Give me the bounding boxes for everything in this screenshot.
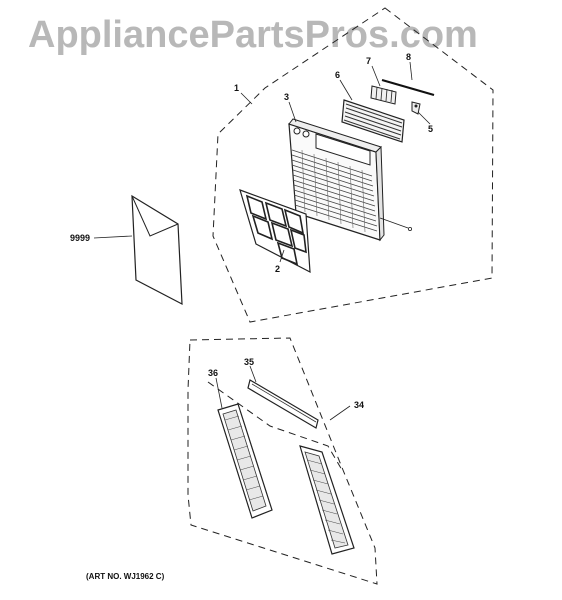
part-8-rod[interactable]: [381, 78, 435, 97]
part-side-curtain-right[interactable]: [299, 445, 355, 555]
callout-36: 36: [208, 368, 218, 378]
callout-6: 6: [335, 70, 340, 80]
art-number-label: (ART NO. WJ1962 C): [86, 572, 165, 581]
callout-5: 5: [428, 124, 433, 134]
leader-lines: [93, 61, 431, 421]
part-9999-owners-manual[interactable]: [131, 194, 183, 306]
part-2-air-filter[interactable]: [239, 189, 311, 274]
assembly-34-inner-dashed-line: [207, 381, 343, 471]
callout-1: 1: [234, 83, 239, 93]
watermark-logo-text: AppliancePartsPros.com: [28, 14, 478, 56]
part-5-clip[interactable]: [411, 101, 421, 115]
part-6-air-louver[interactable]: [341, 99, 405, 143]
part-36-side-curtain-left[interactable]: [217, 403, 273, 519]
callout-9999: 9999: [70, 233, 90, 243]
callout-8: 8: [406, 52, 411, 62]
assembly-34-dashed-outline: [187, 337, 378, 585]
part-35-top-rail[interactable]: [247, 379, 319, 429]
callout-2: 2: [275, 264, 280, 274]
assembly-1-dashed-outline: [212, 7, 494, 323]
callout-3: 3: [284, 92, 289, 102]
callout-34: 34: [354, 400, 364, 410]
callout-35: 35: [244, 357, 254, 367]
part-7-vane-block[interactable]: [370, 85, 397, 105]
part-3-front-panel[interactable]: [288, 118, 412, 242]
callout-7: 7: [366, 56, 371, 66]
